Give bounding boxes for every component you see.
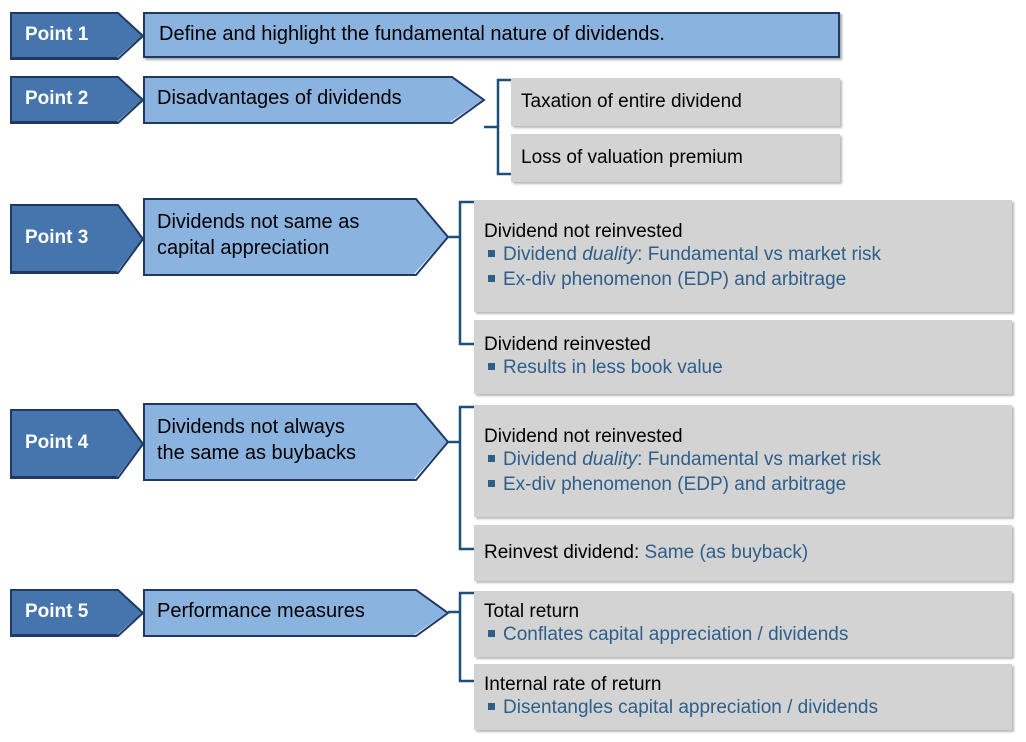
detail-box: Dividend not reinvested Dividend duality…	[474, 200, 1012, 312]
bullet-text-pre: Results in less book value	[503, 357, 723, 379]
point-title-4: Dividends not always the same as buyback…	[143, 403, 448, 479]
point-label-4-text: Point 4	[25, 432, 89, 453]
detail-box: Internal rate of return Disentangles cap…	[474, 664, 1012, 730]
point-title-3-line-0: Dividends not same as	[157, 211, 360, 234]
point-label-1-text: Point 1	[25, 24, 89, 45]
point-title-2: Disadvantages of dividends	[143, 76, 484, 122]
detail-box-header: Total return	[484, 601, 580, 623]
point-title-5: Performance measures	[143, 589, 448, 635]
detail-bullet: Disentangles capital appreciation / divi…	[484, 696, 1004, 720]
bullet-text-pre: Ex-div phenomenon (EDP) and arbitrage	[503, 473, 847, 495]
point-label-2: Point 2	[10, 76, 143, 122]
detail-box-header: Dividend not reinvested	[484, 426, 683, 448]
point-label-3-text: Point 3	[25, 227, 89, 248]
detail-bullet: Ex-div phenomenon (EDP) and arbitrage	[484, 473, 1004, 497]
detail-box: Loss of valuation premium	[511, 134, 840, 182]
connector-point-2	[484, 78, 518, 176]
point-title-4-line-0: Dividends not always	[157, 416, 345, 439]
bullet-text-pre: Disentangles capital appreciation / divi…	[503, 697, 878, 719]
detail-box: Dividend reinvested Results in less book…	[474, 320, 1012, 394]
detail-box-header: Reinvest dividend: Same (as buyback)	[484, 541, 1004, 564]
point-label-3: Point 3	[10, 204, 143, 272]
point-title-1: Define and highlight the fundamental nat…	[143, 12, 840, 58]
point-label-5-text: Point 5	[25, 601, 89, 622]
detail-bullet: Results in less book value	[484, 356, 1004, 380]
bullet-square-icon	[488, 703, 495, 711]
bullet-text-pre: Ex-div phenomenon (EDP) and arbitrage	[503, 268, 847, 290]
bullet-text-italic: duality	[582, 244, 638, 266]
detail-bullet: Conflates capital appreciation / dividen…	[484, 623, 1004, 647]
detail-box-header-accent: Same (as buyback)	[644, 542, 809, 564]
bullet-text-italic: duality	[582, 449, 638, 471]
bullet-square-icon	[488, 479, 495, 487]
point-title-2-line-0: Disadvantages of dividends	[157, 87, 402, 110]
bullet-square-icon	[488, 630, 495, 638]
connector-point-3	[448, 200, 478, 346]
point-title-4-line-1: the same as buybacks	[157, 442, 356, 464]
point-title-5-line-0: Performance measures	[157, 600, 365, 623]
point-label-1: Point 1	[10, 12, 143, 58]
bullet-square-icon	[488, 274, 495, 282]
bullet-text-post: : Fundamental vs market risk	[637, 449, 882, 471]
bullet-text-pre: Dividend	[503, 244, 583, 266]
detail-box: Dividend not reinvested Dividend duality…	[474, 405, 1012, 517]
point-label-5: Point 5	[10, 589, 143, 635]
detail-box: Taxation of entire dividend	[511, 78, 840, 126]
bullet-text-pre: Conflates capital appreciation / dividen…	[503, 624, 849, 646]
point-label-2-text: Point 2	[25, 88, 89, 109]
point-label-4: Point 4	[10, 409, 143, 477]
point-title-3: Dividends not same as capital appreciati…	[143, 198, 448, 274]
point-title-1-line-0: Define and highlight the fundamental nat…	[159, 23, 665, 46]
bullet-square-icon	[488, 250, 495, 258]
detail-bullet: Ex-div phenomenon (EDP) and arbitrage	[484, 268, 1004, 292]
connector-point-5	[448, 591, 478, 683]
bullet-text-pre: Dividend	[503, 449, 583, 471]
bullet-square-icon	[488, 455, 495, 463]
bullet-square-icon	[488, 363, 495, 371]
detail-box-header: Taxation of entire dividend	[521, 91, 742, 113]
bullet-text-post: : Fundamental vs market risk	[637, 244, 882, 266]
detail-bullet: Dividend duality: Fundamental vs market …	[484, 243, 1004, 267]
point-title-3-line-1: capital appreciation	[157, 237, 330, 259]
detail-bullet: Dividend duality: Fundamental vs market …	[484, 448, 1004, 472]
detail-box-header-text: Reinvest dividend:	[484, 542, 645, 564]
detail-box-header: Loss of valuation premium	[521, 147, 743, 169]
connector-point-4	[448, 405, 478, 551]
detail-box-header: Dividend not reinvested	[484, 221, 683, 243]
detail-box: Reinvest dividend: Same (as buyback)	[474, 525, 1012, 581]
detail-box: Total return Conflates capital appreciat…	[474, 591, 1012, 657]
detail-box-header: Internal rate of return	[484, 674, 662, 696]
detail-box-header: Dividend reinvested	[484, 334, 651, 356]
